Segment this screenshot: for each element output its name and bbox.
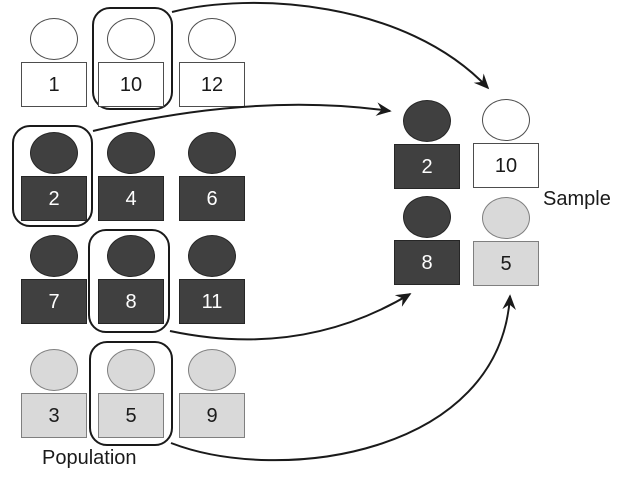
figure-head-circle [107,132,155,174]
figure-body-square: 10 [473,143,539,188]
figure-head-circle [30,235,78,277]
population-figure-1: 1 [21,18,87,107]
figure-body-square: 1 [21,62,87,107]
population-figure-9: 9 [179,349,245,438]
figure-body-square: 12 [179,62,245,107]
figure-body-square: 5 [98,393,164,438]
figure-head-circle [188,349,236,391]
figure-head-circle [482,197,530,239]
selection-outline-8 [88,229,170,333]
figure-body-square: 5 [473,241,539,286]
population-figure-12: 12 [179,18,245,107]
figure-head-circle [107,235,155,277]
figure-head-circle [403,100,451,142]
figure-body-square: 2 [394,144,460,189]
figure-body-square: 6 [179,176,245,221]
figure-head-circle [30,18,78,60]
sample-figure-5: 5 [473,197,539,286]
figure-body-square: 8 [394,240,460,285]
figure-body-square: 10 [98,62,164,107]
figure-head-circle [188,235,236,277]
population-figure-6: 6 [179,132,245,221]
figure-head-circle [107,18,155,60]
figure-body-square: 9 [179,393,245,438]
sample-figure-10: 10 [473,99,539,188]
figure-head-circle [482,99,530,141]
population-figure-8: 8 [98,235,164,324]
population-figure-11: 11 [179,235,245,324]
figure-head-circle [30,132,78,174]
population-figure-7: 7 [21,235,87,324]
figure-body-square: 2 [21,176,87,221]
sample-figure-8: 8 [394,196,460,285]
figure-body-square: 11 [179,279,245,324]
sample-label: Sample [543,188,611,210]
sample-figure-2: 2 [394,100,460,189]
figure-body-square: 3 [21,393,87,438]
population-figure-5: 5 [98,349,164,438]
figure-body-square: 8 [98,279,164,324]
selection-outline-2 [12,125,93,227]
population-figure-4: 4 [98,132,164,221]
figure-head-circle [107,349,155,391]
population-figure-2: 2 [21,132,87,221]
figure-head-circle [188,18,236,60]
figure-body-square: 4 [98,176,164,221]
population-figure-3: 3 [21,349,87,438]
figure-head-circle [188,132,236,174]
figure-head-circle [30,349,78,391]
figure-body-square: 7 [21,279,87,324]
population-figure-10: 10 [98,18,164,107]
figure-head-circle [403,196,451,238]
population-label: Population [42,447,137,469]
